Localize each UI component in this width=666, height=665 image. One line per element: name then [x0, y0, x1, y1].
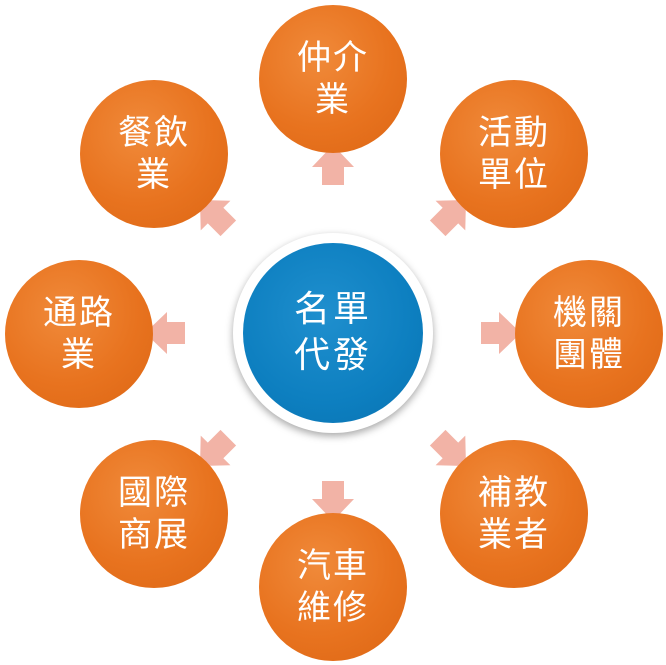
node-label: 餐飲 業	[118, 113, 190, 195]
node-intermediary: 仲介 業	[259, 5, 407, 153]
center-hub-inner: 名單 代發	[243, 243, 423, 423]
center-label: 名單 代發	[293, 289, 372, 376]
arrow-down	[312, 481, 354, 521]
node-label: 國際 商展	[118, 473, 190, 555]
node-label: 補教 業者	[478, 473, 550, 555]
arrow-left	[145, 312, 185, 354]
arrow-down-right	[429, 429, 466, 466]
node-trade-show: 國際 商展	[80, 440, 228, 588]
arrow-up-left	[200, 200, 237, 237]
node-auto-repair: 汽車 維修	[259, 513, 407, 661]
node-restaurant: 餐飲 業	[80, 80, 228, 228]
arrow-down-left	[200, 429, 237, 466]
node-label: 仲介 業	[297, 38, 369, 120]
center-hub: 名單 代發	[233, 233, 433, 433]
node-retail-channel: 通路 業	[5, 260, 153, 408]
node-label: 通路 業	[43, 293, 115, 375]
node-label: 機關 團體	[553, 293, 625, 375]
arrow-up	[312, 145, 354, 185]
node-label: 活動 單位	[478, 113, 550, 195]
node-label: 汽車 維修	[297, 546, 369, 628]
node-government-agencies: 機關 團體	[515, 260, 663, 408]
node-event-organizer: 活動 單位	[440, 80, 588, 228]
node-tutoring: 補教 業者	[440, 440, 588, 588]
arrow-up-right	[429, 200, 466, 237]
arrow-right	[481, 312, 521, 354]
